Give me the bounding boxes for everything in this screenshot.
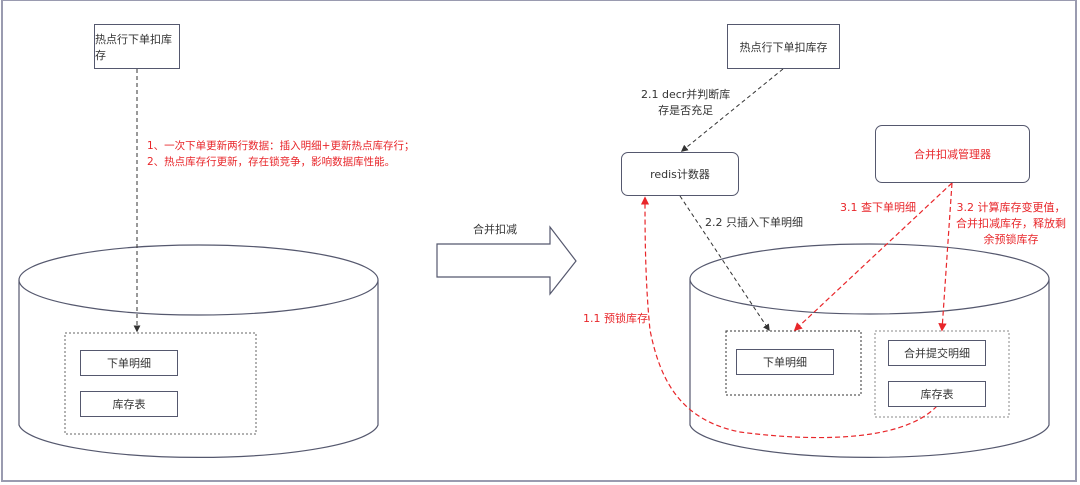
step-3-1-label: 3.1 查下单明细 — [840, 201, 916, 214]
right-db-group-a — [725, 330, 862, 396]
step-2-2-label: 2.2 只插入下单明细 — [705, 216, 803, 229]
arrow-2-1 — [680, 68, 784, 152]
step-3-2-line-1: 3.2 计算库存变更值， — [956, 201, 1066, 214]
right-source-box: 热点行下单扣库存 — [727, 24, 840, 69]
redis-counter-label: redis计数器 — [650, 168, 710, 181]
left-source-label: 热点行下单扣库存 — [95, 32, 172, 62]
redis-counter-box: redis计数器 — [621, 152, 739, 196]
left-db-group — [64, 332, 257, 435]
right-source-label: 热点行下单扣库存 — [739, 40, 828, 54]
left-database-cylinder — [18, 244, 379, 458]
left-table-order-detail: 下单明细 — [80, 350, 178, 376]
transition-label: 合并扣减 — [473, 223, 517, 236]
left-source-box: 热点行下单扣库存 — [94, 24, 180, 69]
arrow-1-1 — [640, 196, 938, 439]
right-table-merge-commit-detail: 合并提交明细 — [888, 340, 986, 366]
left-table-order-detail-label: 下单明细 — [107, 357, 151, 370]
right-database-cylinder — [689, 243, 1050, 458]
step-2-1-line-1: 2.1 decr并判断库 — [641, 88, 731, 101]
right-table-order-detail-label: 下单明细 — [763, 356, 807, 369]
arrow-3-2 — [938, 182, 953, 332]
left-table-inventory: 库存表 — [80, 391, 178, 417]
left-annotation: 1、一次下单更新两行数据：插入明细+更新热点库存行； 2、热点库存行更新，存在锁… — [147, 138, 414, 170]
right-table-merge-commit-detail-label: 合并提交明细 — [904, 347, 970, 360]
step-3-2-label: 3.2 计算库存变更值， 合并扣减库存，释放剩 余预锁库存 — [956, 200, 1066, 248]
right-db-group-b — [874, 330, 1010, 418]
merge-manager-box: 合并扣减管理器 — [875, 125, 1030, 183]
arrow-2-2 — [679, 195, 770, 332]
right-table-inventory: 库存表 — [888, 381, 986, 407]
left-annotation-line-1: 1、一次下单更新两行数据：插入明细+更新热点库存行； — [147, 140, 415, 152]
arrow-3-1 — [793, 182, 953, 332]
left-cylinder-top — [18, 244, 379, 316]
right-table-order-detail: 下单明细 — [736, 349, 834, 375]
right-cylinder-top — [689, 243, 1050, 315]
left-table-inventory-label: 库存表 — [112, 398, 146, 411]
step-2-1-line-2: 存是否充足 — [658, 104, 714, 117]
step-3-2-line-3: 余预锁库存 — [983, 233, 1039, 246]
transition-arrow — [436, 225, 577, 296]
step-1-1-label: 1.1 预锁库存 — [583, 312, 648, 325]
step-2-1-label: 2.1 decr并判断库 存是否充足 — [641, 87, 730, 119]
left-annotation-line-2: 2、热点库存行更新，存在锁竞争，影响数据库性能。 — [147, 156, 396, 168]
step-3-2-line-2: 合并扣减库存，释放剩 — [956, 217, 1066, 230]
merge-manager-label: 合并扣减管理器 — [914, 148, 991, 161]
right-cylinder-body — [689, 279, 1050, 458]
right-table-inventory-label: 库存表 — [920, 388, 954, 401]
